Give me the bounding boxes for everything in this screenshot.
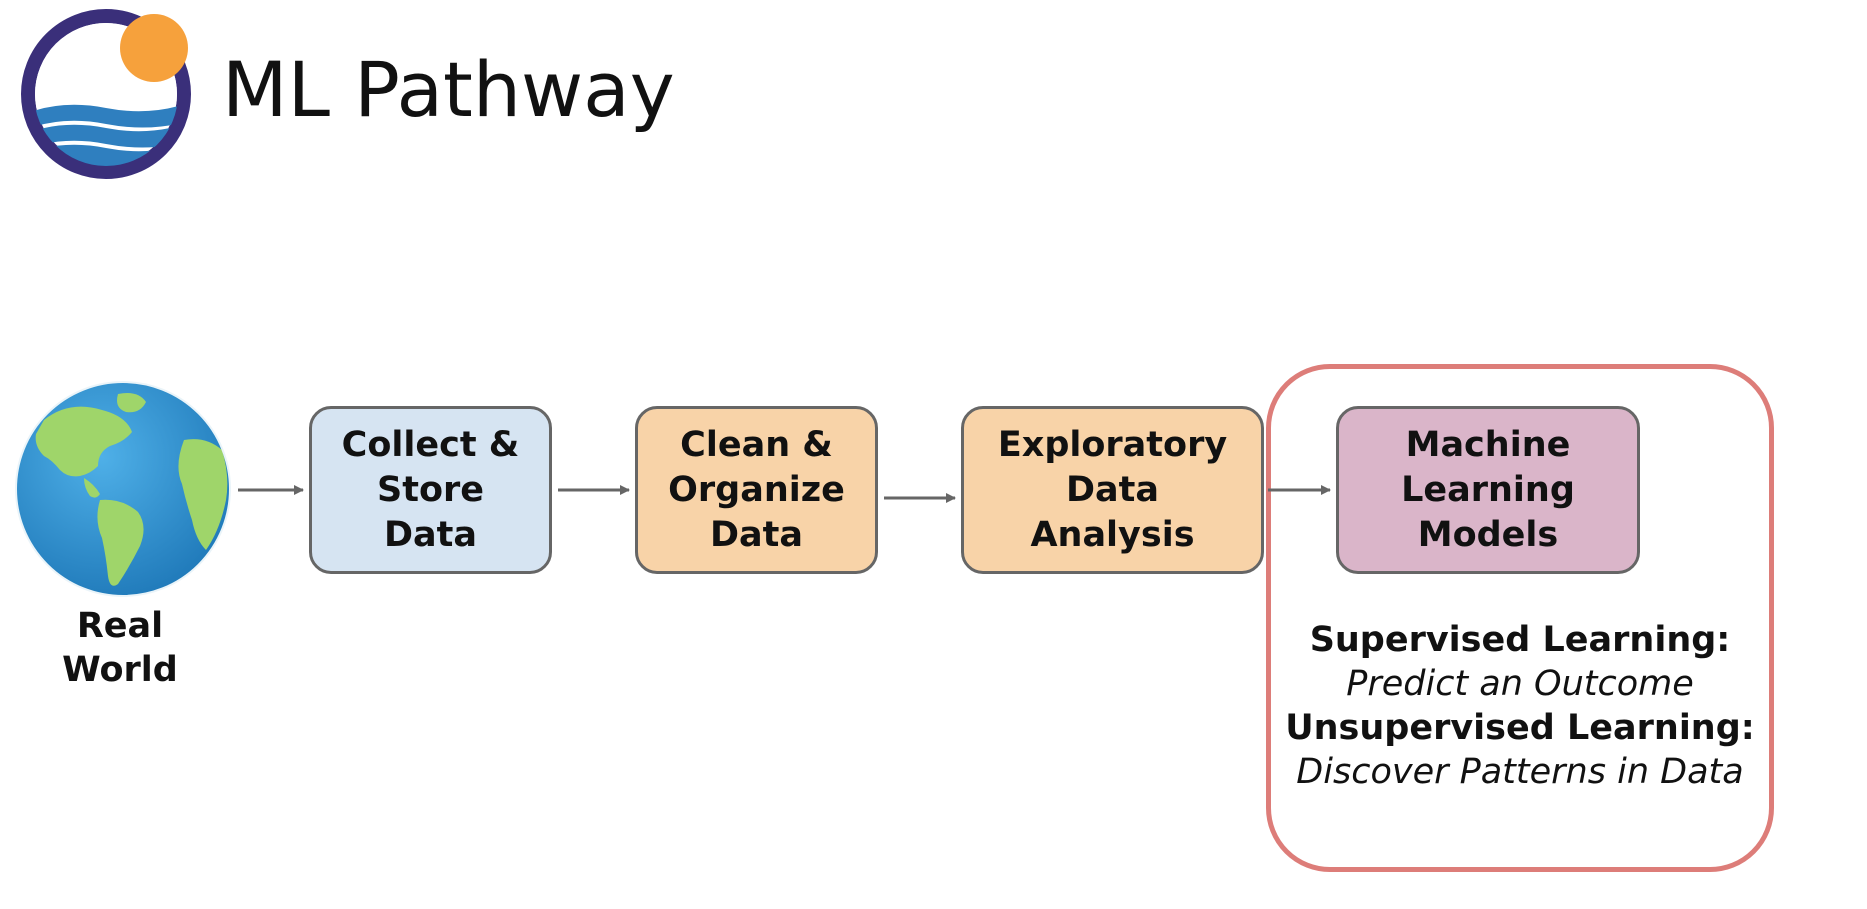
stage-exploratory-data-analysis[interactable]: Exploratory Data Analysis bbox=[961, 406, 1264, 574]
stage-clean-organize-data[interactable]: Clean & Organize Data bbox=[635, 406, 878, 574]
supervised-description: Predict an Outcome bbox=[1346, 664, 1694, 704]
ml-highlight-frame bbox=[1266, 364, 1774, 872]
sun-over-waves-logo-icon bbox=[21, 9, 191, 179]
stage-collect-store-data[interactable]: Collect & Store Data bbox=[309, 406, 552, 574]
unsupervised-description: Discover Patterns in Data bbox=[1296, 752, 1744, 792]
page-title: ML Pathway bbox=[222, 45, 675, 134]
globe-icon bbox=[15, 381, 231, 597]
ml-details: Supervised Learning: Predict an Outcome … bbox=[1262, 618, 1778, 794]
real-world-label: Real World bbox=[62, 606, 178, 690]
supervised-heading: Supervised Learning: bbox=[1309, 620, 1731, 660]
unsupervised-heading: Unsupervised Learning: bbox=[1285, 708, 1755, 748]
stage-machine-learning-models[interactable]: Machine Learning Models bbox=[1336, 406, 1640, 574]
